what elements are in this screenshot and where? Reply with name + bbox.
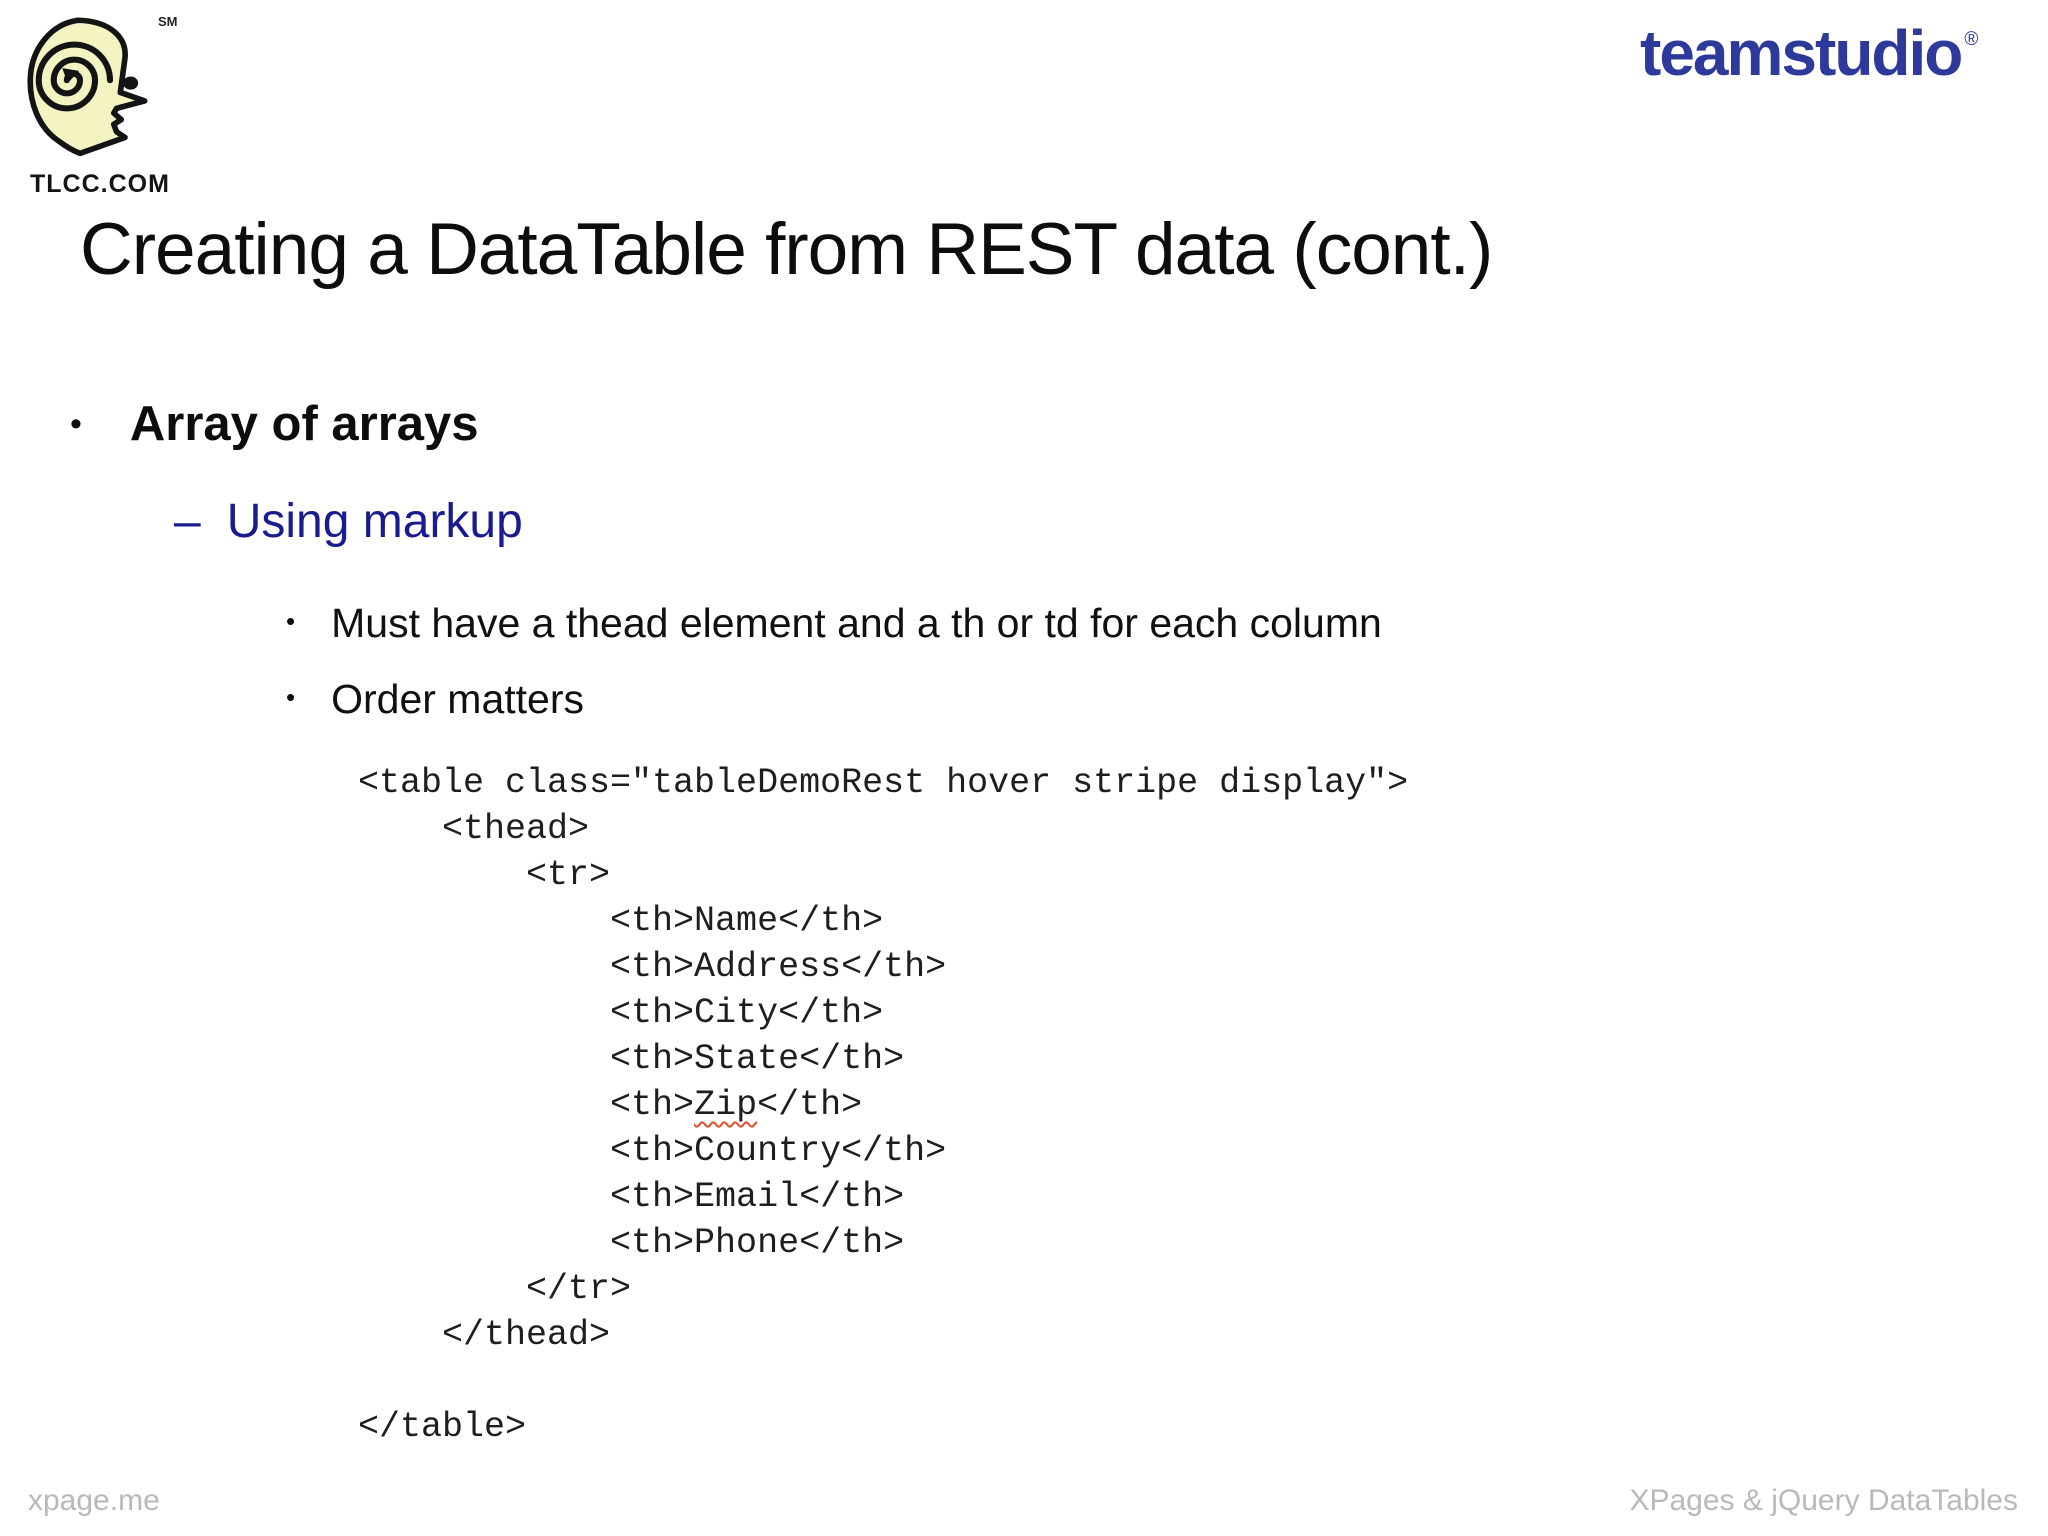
- code-line: <th>State</th>: [358, 1039, 905, 1079]
- registered-mark: ®: [1964, 29, 1979, 50]
- bullet-label: Using markup: [226, 495, 523, 548]
- bullet-dot-icon: •: [286, 682, 296, 712]
- code-line: </tr>: [358, 1269, 632, 1309]
- bullet-label: Order matters: [331, 676, 584, 722]
- bullet-label: Must have a thead element and a th or td…: [331, 600, 1382, 646]
- footer-presentation-title: XPages & jQuery DataTables: [1629, 1484, 2018, 1517]
- tlcc-logo: SM TLCC.COM: [20, 6, 210, 216]
- bullet-dot-icon: •: [286, 606, 296, 636]
- code-text: </th>: [757, 1085, 863, 1125]
- bullet-using-markup: – Using markup: [174, 494, 523, 549]
- footer-site: xpage.me: [28, 1484, 160, 1517]
- dash-icon: –: [174, 495, 201, 548]
- code-snippet: <table class="tableDemoRest hover stripe…: [358, 760, 1408, 1450]
- code-line-zip: <th>Zip</th>: [358, 1082, 1408, 1128]
- bullet-array-of-arrays: • Array of arrays: [70, 396, 479, 452]
- code-line: <thead>: [358, 809, 590, 849]
- code-line: <th>Email</th>: [358, 1177, 905, 1217]
- bullet-thead-requirement: • Must have a thead element and a th or …: [286, 600, 1382, 647]
- code-line: <th>Phone</th>: [358, 1223, 905, 1263]
- code-line: <tr>: [358, 855, 611, 895]
- tlcc-logo-text: TLCC.COM: [30, 170, 170, 198]
- code-text: <th>: [358, 1085, 695, 1125]
- code-line: <th>Name</th>: [358, 901, 884, 941]
- code-line: <table class="tableDemoRest hover stripe…: [358, 763, 1409, 803]
- code-line: <th>Country</th>: [358, 1131, 947, 1171]
- code-line: <th>City</th>: [358, 993, 884, 1033]
- code-line: [358, 1358, 1408, 1404]
- code-line: </thead>: [358, 1315, 611, 1355]
- bullet-order-matters: • Order matters: [286, 676, 584, 723]
- code-line: <th>Address</th>: [358, 947, 947, 987]
- bullet-label: Array of arrays: [129, 397, 479, 451]
- teamstudio-logo-text: teamstudio: [1640, 17, 1963, 89]
- teamstudio-logo: teamstudio®: [1640, 16, 1979, 90]
- bullet-dot-icon: •: [70, 405, 82, 443]
- spellcheck-flagged-word: Zip: [694, 1085, 758, 1125]
- page-title: Creating a DataTable from REST data (con…: [80, 209, 1493, 290]
- tlcc-sm-mark: SM: [158, 14, 178, 29]
- head-profile-spiral-icon: [27, 17, 148, 157]
- code-line: </table>: [358, 1407, 527, 1447]
